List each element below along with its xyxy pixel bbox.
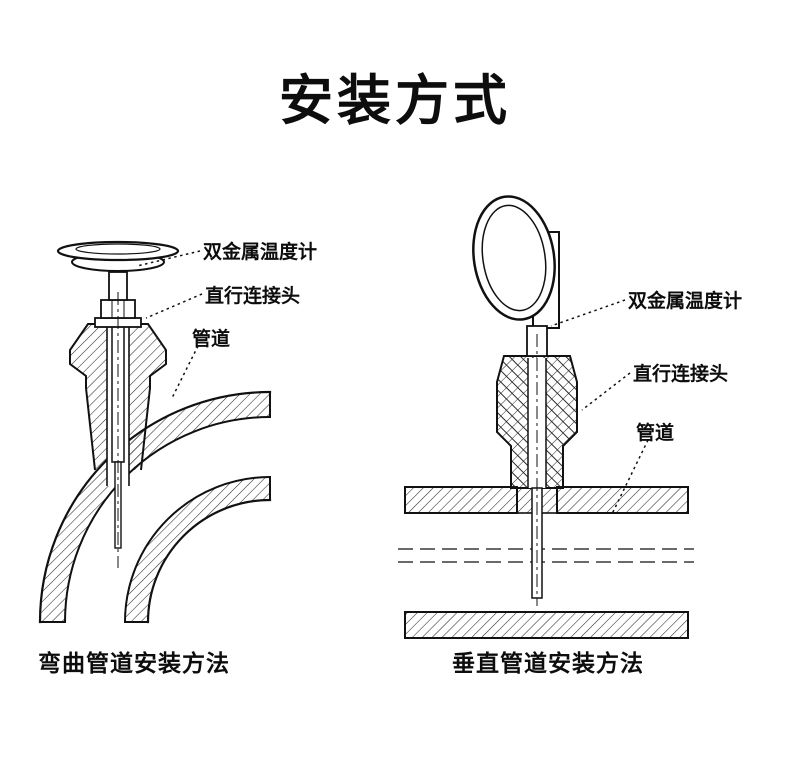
right-straight-connector bbox=[496, 355, 578, 514]
leader-left-thermometer bbox=[136, 250, 201, 267]
leader-left-pipe bbox=[171, 345, 199, 399]
leader-left-connector bbox=[145, 293, 203, 319]
page-title: 安装方式 bbox=[279, 71, 511, 131]
label-right-thermometer: 双金属温度计 bbox=[628, 291, 743, 312]
leader-right-thermometer bbox=[550, 299, 626, 327]
label-right-pipe: 管道 bbox=[636, 423, 675, 444]
left-elbow-pipe bbox=[38, 390, 272, 624]
leader-right-pipe bbox=[611, 439, 649, 515]
caption-right-method: 垂直管道安装方法 bbox=[452, 650, 644, 676]
left-thermometer bbox=[56, 240, 180, 568]
leader-right-connector bbox=[581, 372, 631, 411]
label-left-thermometer: 双金属温度计 bbox=[203, 242, 318, 263]
label-left-connector: 直行连接头 bbox=[205, 286, 301, 307]
label-right-connector: 直行连接头 bbox=[633, 364, 729, 385]
caption-left-method: 弯曲管道安装方法 bbox=[38, 650, 230, 676]
right-thermometer bbox=[472, 195, 560, 606]
right-horizontal-pipe bbox=[398, 486, 694, 639]
label-left-pipe: 管道 bbox=[192, 329, 231, 350]
